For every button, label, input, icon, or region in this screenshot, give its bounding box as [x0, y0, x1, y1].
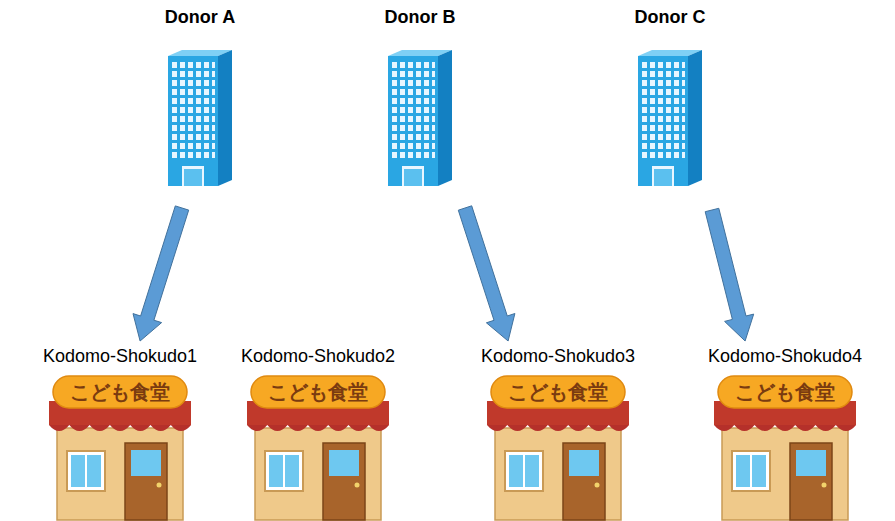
donor-building: Donor A	[162, 6, 238, 188]
kodomo-shokudo-shop: Kodomo-Shokudo3 こども食堂	[481, 345, 635, 521]
donor-building: Donor C	[632, 6, 708, 188]
arrow-shape	[705, 208, 754, 341]
shop-sign-text: こども食堂	[735, 382, 835, 402]
building-illustration	[632, 48, 708, 188]
shop-label: Kodomo-Shokudo4	[708, 345, 862, 367]
shop-sign-text: こども食堂	[70, 382, 170, 402]
block-arrow	[458, 206, 515, 341]
shop-sign-text: こども食堂	[268, 382, 368, 402]
kodomo-shokudo-shop: Kodomo-Shokudo4 こども食堂	[708, 345, 862, 521]
building-illustration	[162, 48, 238, 188]
shop-label: Kodomo-Shokudo3	[481, 345, 635, 367]
block-arrow	[705, 208, 754, 341]
shop-icon: こども食堂	[243, 373, 393, 521]
kodomo-shokudo-shop: Kodomo-Shokudo1 こども食堂	[43, 345, 197, 521]
building-icon	[382, 48, 458, 188]
shop-icon: こども食堂	[45, 373, 195, 521]
shop-icon: こども食堂	[710, 373, 860, 521]
donor-label: Donor B	[385, 6, 456, 28]
building-illustration	[382, 48, 458, 188]
arrow-shape	[458, 206, 515, 341]
donor-building: Donor B	[382, 6, 458, 188]
block-arrow	[133, 206, 189, 341]
shop-label: Kodomo-Shokudo1	[43, 345, 197, 367]
donor-label: Donor C	[635, 6, 706, 28]
donor-label: Donor A	[165, 6, 235, 28]
arrow-shape	[133, 206, 189, 341]
building-icon	[632, 48, 708, 188]
shop-icon: こども食堂	[483, 373, 633, 521]
shop-sign-text: こども食堂	[508, 382, 608, 402]
shop-label: Kodomo-Shokudo2	[241, 345, 395, 367]
building-icon	[162, 48, 238, 188]
kodomo-shokudo-shop: Kodomo-Shokudo2 こども食堂	[241, 345, 395, 521]
